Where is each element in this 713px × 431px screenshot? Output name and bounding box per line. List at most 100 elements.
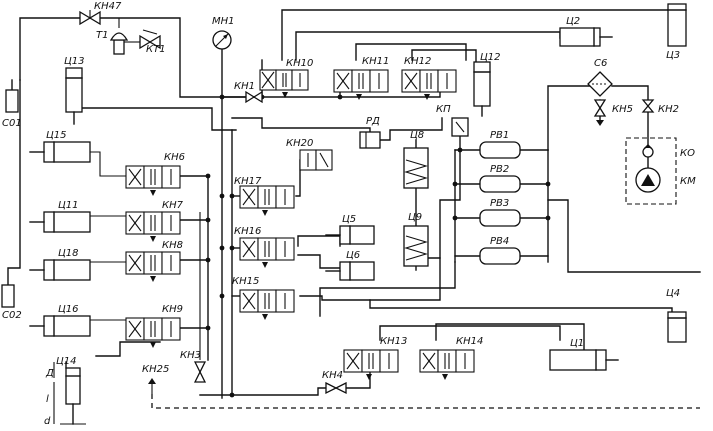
distributor-kh15: КН15 [232, 276, 295, 313]
label-c9: Ц9 [408, 212, 422, 223]
label-c8: Ц8 [410, 130, 424, 141]
label-c1: Ц1 [570, 338, 584, 349]
valve-kt1: КТ1 [124, 29, 166, 55]
cylinder-c5: Ц5 [325, 214, 375, 245]
label-kh16: КН16 [234, 226, 261, 237]
label-pb4: РВ4 [490, 236, 509, 247]
exhaust-arrows [150, 92, 448, 380]
distributor-kh17: КН17 [234, 176, 295, 209]
distributor-kh20: КН20 [286, 138, 333, 171]
label-kh6: КН6 [164, 152, 185, 163]
receiver-c01: С01 [2, 89, 22, 129]
cylinder-c13: Ц13 [64, 56, 85, 125]
label-kh1: КН1 [234, 81, 255, 92]
cylinder-c4: Ц4 [666, 288, 687, 343]
dim-D: Д [45, 368, 54, 379]
cylinder-c6: Ц6 [325, 250, 375, 281]
label-c4: Ц4 [666, 288, 680, 299]
label-t1: Т1 [96, 30, 108, 41]
label-c15: Ц15 [46, 130, 67, 141]
pressure-relay-rd: РД [359, 116, 381, 149]
label-c18: Ц18 [58, 248, 79, 259]
junctions [205, 94, 551, 398]
label-kh9: КН9 [162, 304, 183, 315]
label-kh12: КН12 [404, 56, 431, 67]
label-kh25: КН25 [142, 364, 169, 375]
cylinder-c9: Ц9 [403, 212, 429, 267]
label-c01: С01 [2, 118, 22, 129]
distributor-kh11: КН11 [333, 56, 389, 93]
distributor-kh16: КН16 [234, 226, 295, 261]
label-c6b: С6 [594, 58, 607, 69]
cylinder-c18: Ц18 [29, 248, 126, 281]
cylinder-c14: Ц14 Д l d [44, 356, 86, 427]
label-kh17: КН17 [234, 176, 262, 187]
label-c16: Ц16 [58, 304, 79, 315]
pressure-gauge-mh1: МН1 [212, 16, 235, 50]
label-c02: С02 [2, 310, 22, 321]
label-c14: Ц14 [56, 356, 77, 367]
cylinder-c12: Ц12 [473, 52, 501, 117]
label-c5: Ц5 [342, 214, 356, 225]
label-kh7: КН7 [162, 200, 184, 211]
dim-d: d [44, 416, 51, 427]
label-pb2: РВ2 [490, 164, 509, 175]
cylinder-c2: Ц2 [559, 16, 613, 47]
label-kh15: КН15 [232, 276, 259, 287]
distributor-kh12: КН12 [401, 56, 457, 93]
receiver-pb1: РВ1 [479, 130, 521, 159]
valve-kh4: КН4 [322, 370, 347, 395]
label-rd: РД [366, 116, 380, 127]
safety-valve-kp: КП [436, 104, 469, 137]
label-kh8: КН8 [162, 240, 183, 251]
label-kh2: КН2 [658, 104, 679, 115]
receiver-pb3: РВ3 [479, 198, 521, 227]
label-c6: Ц6 [346, 250, 360, 261]
receiver-c02: С02 [1, 284, 22, 321]
label-pb3: РВ3 [490, 198, 509, 209]
cylinder-c16: Ц16 [29, 304, 126, 337]
valve-kh25: КН25 [142, 364, 169, 394]
valve-kh3: КН3 [180, 350, 207, 383]
label-kh11: КН11 [362, 56, 389, 67]
receiver-pb2: РВ2 [479, 164, 521, 193]
label-mh1: МН1 [212, 16, 235, 27]
receiver-pb4: РВ4 [479, 236, 521, 265]
distributor-kh6: КН6 [125, 152, 185, 189]
distributor-kh13: КН13 [343, 336, 407, 373]
label-c12: Ц12 [480, 52, 501, 63]
cylinder-c8: Ц8 [403, 130, 429, 189]
cylinder-c11: Ц11 [29, 200, 126, 233]
label-kh3: КН3 [180, 350, 201, 361]
distributor-kh14: КН14 [419, 336, 483, 373]
valve-kh5: КН5 [593, 99, 633, 126]
cylinder-c15: Ц15 [29, 130, 126, 177]
label-c3: Ц3 [666, 50, 680, 61]
dim-l: l [46, 394, 49, 405]
label-kh5: КН5 [612, 104, 633, 115]
distributor-kh7: КН7 [125, 200, 184, 235]
label-pb1: РВ1 [490, 130, 509, 141]
label-kh10: КН10 [286, 58, 313, 69]
label-c2: Ц2 [566, 16, 580, 27]
compressor-unit: КО КМ [625, 137, 696, 205]
regulator-t1: Т1 [96, 18, 129, 55]
distributor-kh8: КН8 [125, 240, 183, 275]
label-kh47: КН47 [94, 1, 122, 12]
cylinder-c3: Ц3 [666, 3, 687, 61]
distributor-kh10: КН10 [259, 58, 313, 91]
label-kh4: КН4 [322, 370, 343, 381]
label-c11: Ц11 [58, 200, 79, 211]
label-kt1: КТ1 [146, 44, 166, 55]
valve-kh47: КН47 [79, 1, 122, 26]
label-kh13: КН13 [380, 336, 407, 347]
cylinder-c1: Ц1 [549, 338, 619, 371]
valve-kh2: КН2 [641, 99, 679, 115]
label-kp: КП [436, 104, 451, 115]
label-kh20: КН20 [286, 138, 313, 149]
separator-c6: С6 [587, 58, 613, 97]
label-km: КМ [680, 176, 696, 187]
label-kh14: КН14 [456, 336, 483, 347]
label-ko: КО [680, 148, 695, 159]
